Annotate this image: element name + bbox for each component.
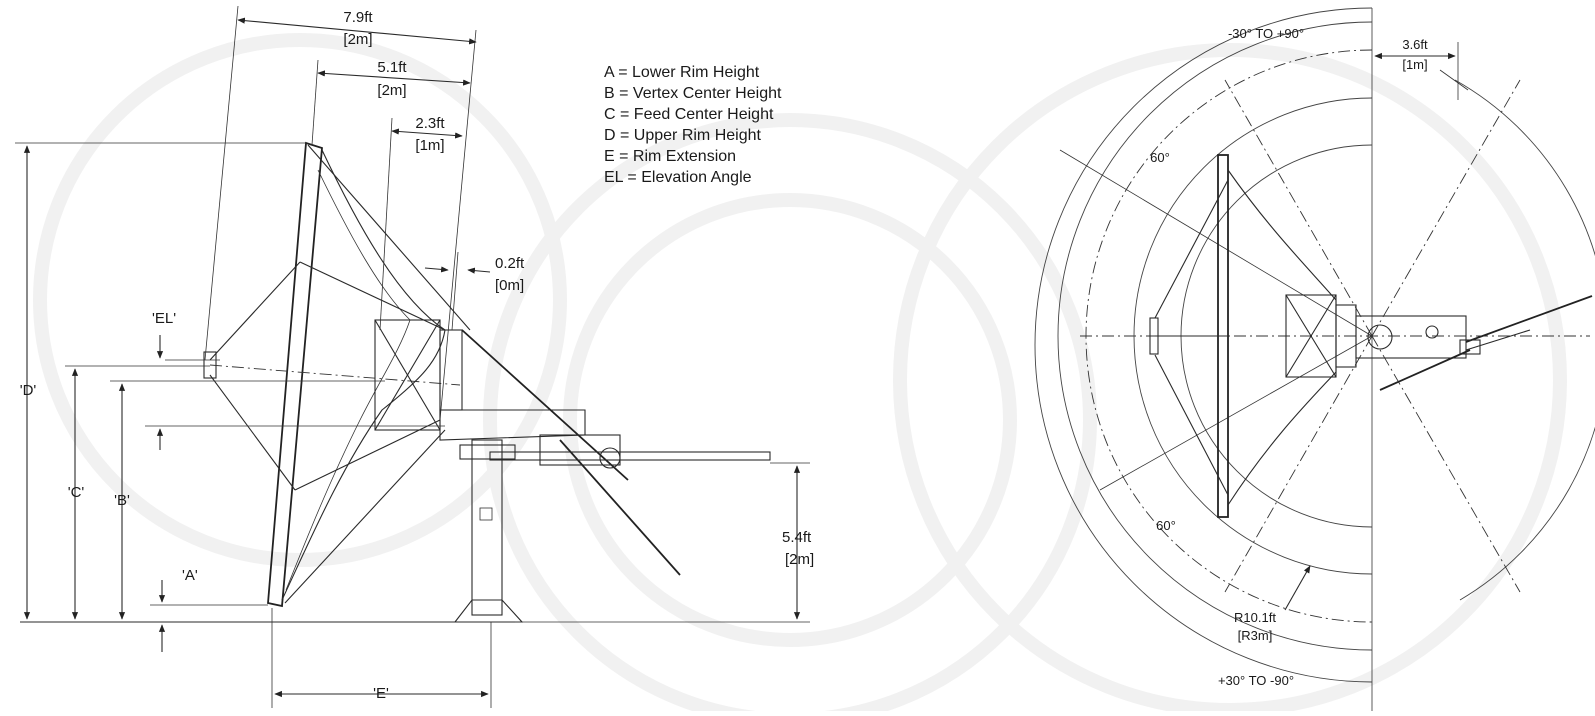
feed-offset-m: [1m] [415,137,444,154]
elevation-angle-label: 'EL' [152,310,176,327]
rim-extension-label: 'E' [373,685,389,702]
overall-width-ft: 7.9ft [343,9,373,26]
boom-top [1465,295,1593,343]
legend: A = Lower Rim Height B = Vertex Center H… [604,64,782,186]
top-view: 3.6ft [1m] -30° TO +90° +30° TO -90° 60°… [1034,7,1595,711]
mid-width-ft: 5.1ft [377,59,407,76]
legend-item-b: B = Vertex Center Height [604,85,782,102]
overall-width-m: [2m] [343,31,372,48]
legend-item-d: D = Upper Rim Height [604,127,762,144]
side-view: 7.9ft [2m] 5.1ft [2m] 2.3ft [1m] 0.2ft [… [15,5,814,708]
mount-top [1355,315,1467,359]
legend-item-a: A = Lower Rim Height [604,64,760,81]
pedestal-height-m: [2m] [785,551,814,568]
vertex-center-height-label: 'B' [114,492,130,509]
boom-offset-m: [1m] [1402,57,1427,72]
radius-ft: R10.1ft [1234,610,1276,625]
feed-horn [203,351,217,379]
rim-offset-ft: 0.2ft [495,255,525,272]
feed-offset-ft: 2.3ft [415,115,445,132]
feed-boom [489,451,771,461]
upper-rim-height-label: 'D' [20,382,37,399]
pedestal [471,439,503,616]
rim-offset-m: [0m] [495,277,524,294]
feed-center-height-label: 'C' [68,484,85,501]
lower-rim-height-label: 'A' [182,567,198,584]
sweep-arc-outer [1057,21,1373,651]
pedestal-height-ft: 5.4ft [782,529,812,546]
sweep-range-bottom: +30° TO -90° [1218,673,1294,688]
boom-offset-ft: 3.6ft [1402,37,1428,52]
legend-item-c: C = Feed Center Height [604,106,774,123]
reflector-dish [281,149,446,601]
legend-item-el: EL = Elevation Angle [604,169,752,186]
sweep-range-top: -30° TO +90° [1228,26,1304,41]
mid-width-m: [2m] [377,82,406,99]
angle-lower-label: 60° [1156,518,1176,533]
radius-m: [R3m] [1238,628,1273,643]
legend-item-e: E = Rim Extension [604,148,736,165]
angle-upper-label: 60° [1150,150,1170,165]
reflector-rim [267,141,323,608]
